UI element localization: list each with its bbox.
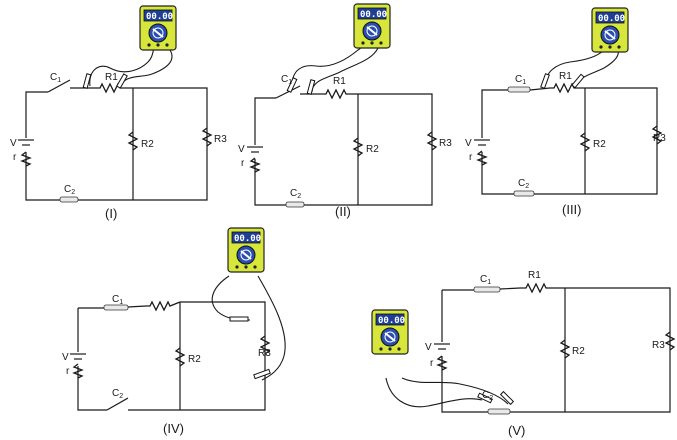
resistor-r3: [426, 131, 438, 151]
label-r2: R2: [572, 346, 585, 357]
label-c1: C1: [480, 274, 491, 286]
meter-display-2: 00.00: [360, 10, 387, 20]
circuit-5: 00.00 C1 R1 R2 R3 V r C2 (V): [371, 270, 676, 438]
meter-lead-1: [544, 49, 605, 87]
resistor-r1: [92, 82, 133, 94]
circuit-3: 00.00 C1 R1 R2 R3 V r C2 (III): [465, 7, 666, 217]
label-r1: R1: [333, 76, 346, 87]
label-r: r: [430, 358, 434, 369]
label-r1: R1: [105, 72, 118, 83]
circuit-4: 00.00 C1 R2 R3 V r C2 (IV): [62, 227, 286, 436]
label-c1: C1: [112, 294, 123, 306]
switch-c2: [513, 190, 535, 197]
label-c2: C2: [112, 388, 123, 400]
probe-1: [477, 392, 493, 404]
resistor-r2: [127, 131, 139, 151]
resistor-r3: [651, 125, 663, 145]
probe-1: [229, 316, 249, 322]
label-v: V: [238, 144, 245, 155]
label-c1: C1: [281, 74, 292, 86]
label-r3: R3: [258, 348, 271, 359]
label-c1: C1: [515, 74, 526, 86]
switch-c2: [487, 408, 511, 415]
label-r3: R3: [653, 133, 666, 144]
resistor-r3: [259, 335, 271, 355]
switch-c2: [59, 196, 79, 203]
label-v: V: [425, 342, 432, 353]
label-r3: R3: [652, 340, 665, 351]
resistor-r2: [352, 137, 364, 157]
label-v: V: [62, 352, 69, 363]
probe-2: [253, 368, 271, 380]
switch-c2: [106, 397, 129, 411]
caption-3: (III): [562, 202, 582, 217]
resistor-r2: [174, 347, 186, 367]
meter-lead-2: [119, 49, 173, 87]
switch-c1: [507, 86, 531, 93]
label-v: V: [10, 138, 17, 149]
label-c2: C2: [290, 188, 301, 200]
caption-2: (II): [335, 204, 351, 219]
label-c1: C1: [50, 72, 61, 84]
switch-c2: [285, 201, 305, 208]
label-r: r: [13, 152, 17, 163]
label-r: r: [241, 158, 245, 169]
meter-display-5: 00.00: [378, 316, 405, 326]
label-c2: C2: [482, 390, 493, 402]
label-v: V: [465, 138, 472, 149]
switch-c1: [47, 79, 71, 93]
caption-4: (IV): [163, 421, 184, 436]
caption-1: (I): [105, 206, 117, 221]
resistor-r1: [146, 300, 181, 312]
resistor-r1: [550, 82, 585, 94]
label-r2: R2: [188, 354, 201, 365]
resistor-r1: [520, 282, 565, 294]
resistor-r1: [320, 88, 358, 100]
resistor-r2: [559, 339, 571, 359]
meter-lead-2: [257, 275, 286, 381]
caption-5: (V): [508, 423, 525, 438]
label-r: r: [469, 152, 473, 163]
meter-lead-2: [401, 377, 509, 405]
meter-lead-1: [385, 377, 483, 408]
label-r2: R2: [366, 144, 379, 155]
meter-lead-1: [211, 275, 251, 321]
circuit-2: 00.00 C1 R1 R2 R3 V r C2 (II): [238, 3, 452, 219]
label-r1: R1: [559, 71, 572, 82]
resistor-r2: [579, 132, 591, 152]
switch-c1: [275, 85, 301, 99]
switch-c1: [103, 304, 129, 311]
switch-c1: [473, 286, 501, 293]
meter-display-3: 00.00: [598, 14, 625, 24]
meter-lead-1: [89, 43, 157, 87]
meter-lead-2: [311, 47, 379, 93]
label-r3: R3: [439, 138, 452, 149]
label-r2: R2: [141, 139, 154, 150]
resistor-r3: [201, 127, 213, 147]
label-c2: C2: [64, 184, 75, 196]
meter-display-1: 00.00: [146, 12, 173, 22]
resistor-r3: [664, 331, 676, 351]
probe-2: [499, 390, 515, 406]
label-r3: R3: [214, 134, 227, 145]
circuit-1: 00.00 C1 R1 R2 R3 V r C2 (I): [10, 5, 227, 221]
label-c2: C2: [518, 178, 529, 190]
label-r1: R1: [528, 270, 541, 281]
label-r: r: [66, 366, 70, 377]
label-r2: R2: [593, 139, 606, 150]
meter-display-4: 00.00: [234, 234, 261, 244]
